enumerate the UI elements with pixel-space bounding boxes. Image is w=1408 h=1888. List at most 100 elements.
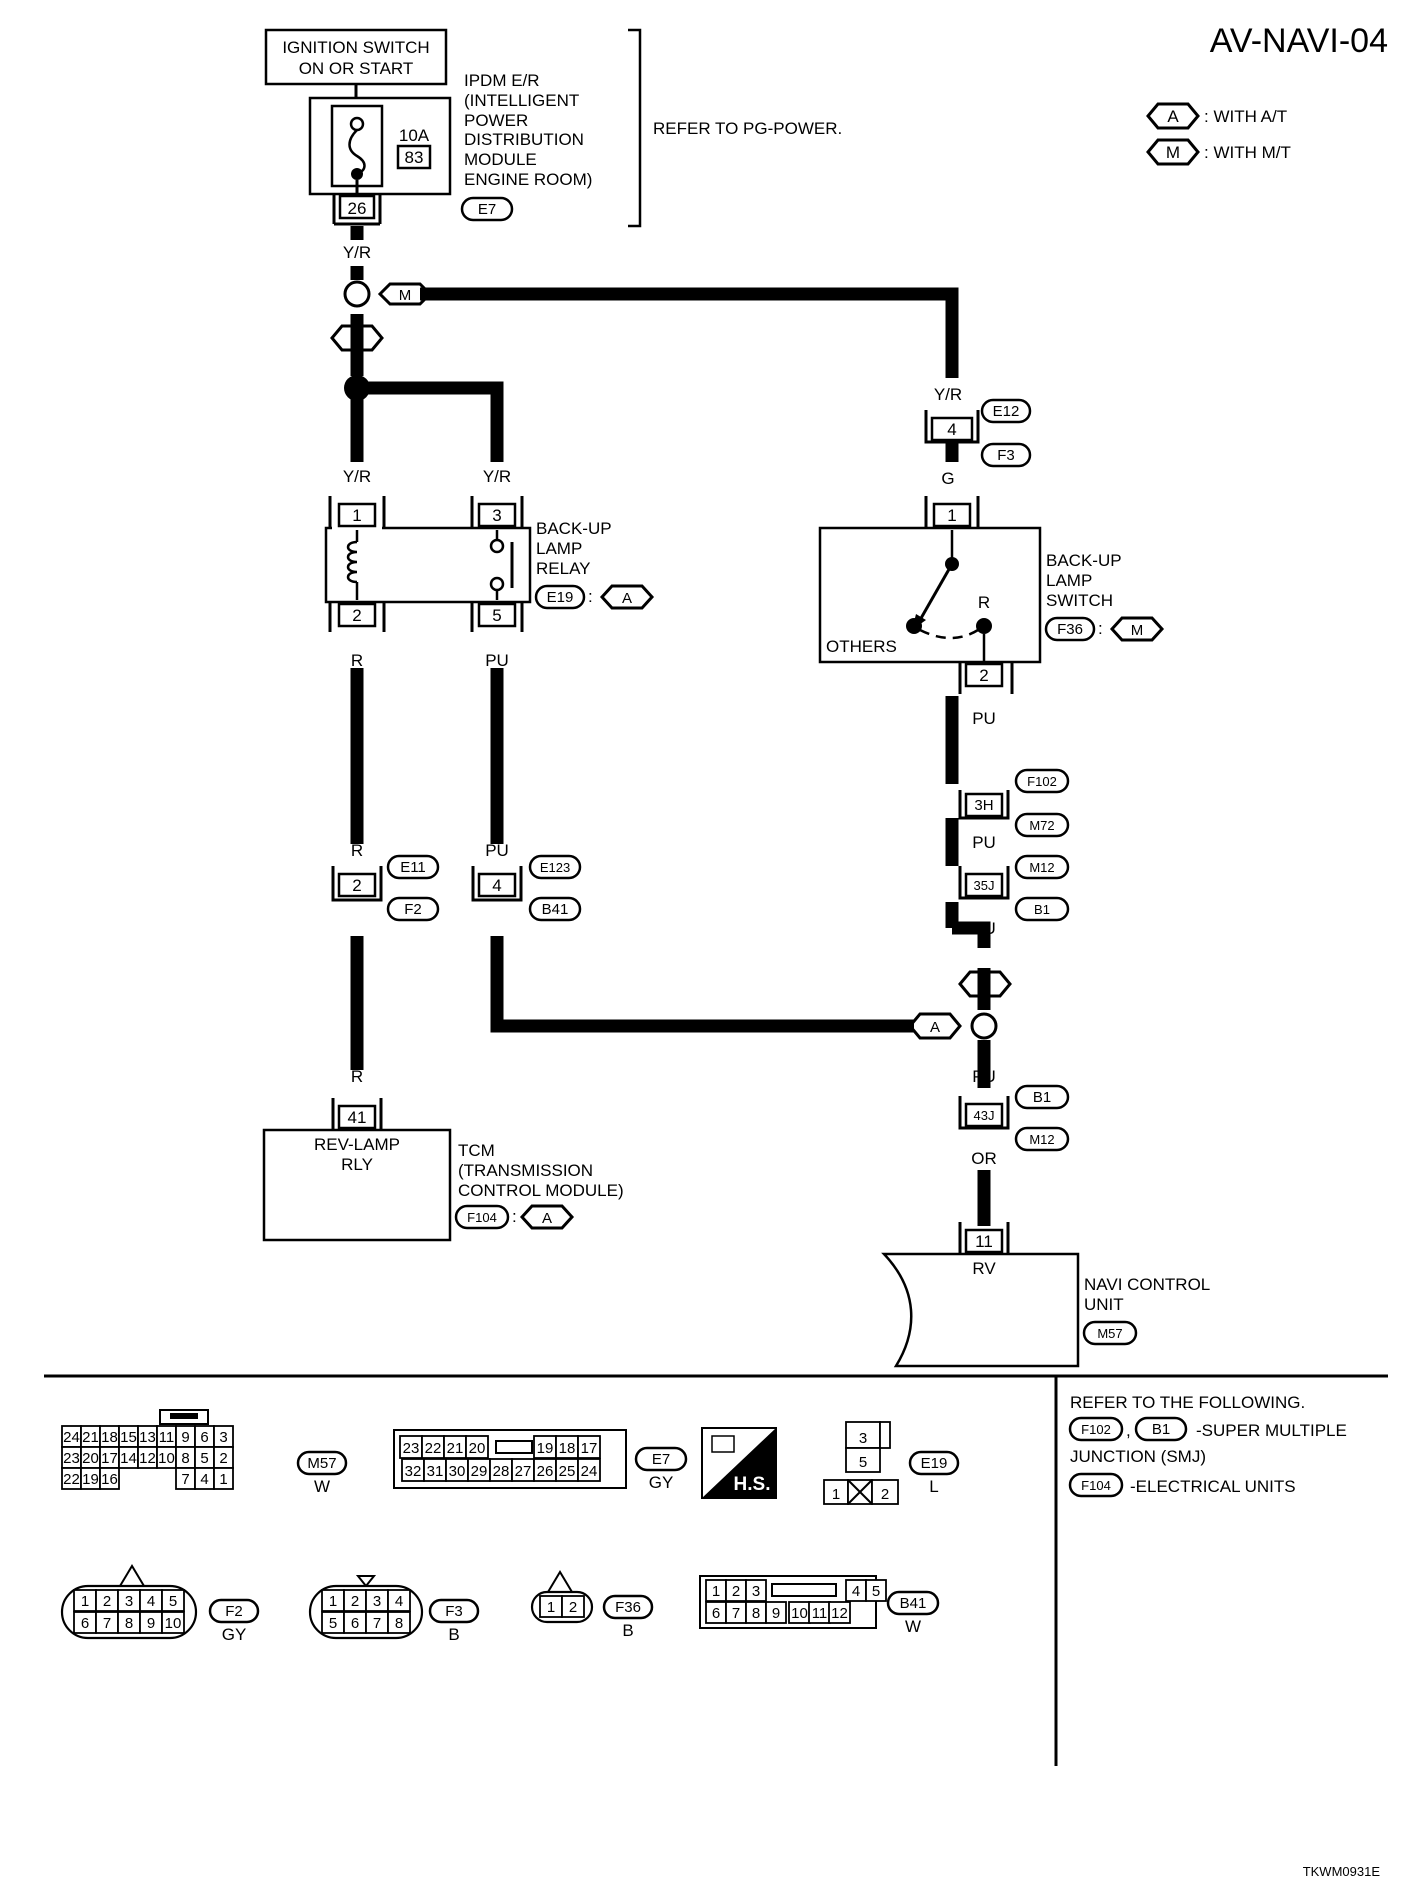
pin-label: 5 (329, 1615, 337, 1632)
pin-label: 2 (219, 1450, 227, 1467)
pin-label: 2 (881, 1486, 889, 1503)
pin-label: 14 (120, 1450, 137, 1467)
svg-text:LAMP: LAMP (536, 539, 582, 558)
svg-text:ENGINE ROOM): ENGINE ROOM) (464, 170, 592, 189)
refer-to-following: REFER TO THE FOLLOWING. F102 , B1 -SUPER… (1068, 1393, 1347, 1498)
pin-label: 19 (537, 1440, 554, 1457)
f2-color: GY (222, 1625, 247, 1644)
pin-label: 22 (425, 1440, 442, 1457)
harness-side-icon: H.S. (701, 1427, 777, 1499)
svg-text:PU: PU (485, 841, 509, 860)
svg-text:MODULE: MODULE (464, 150, 537, 169)
svg-text:-ELECTRICAL UNITS: -ELECTRICAL UNITS (1130, 1477, 1296, 1496)
svg-text:1: 1 (352, 506, 361, 525)
svg-text:35J: 35J (974, 878, 995, 893)
switch-pos-others: OTHERS (826, 637, 897, 656)
svg-text:A: A (1167, 107, 1179, 126)
splice-open-bottom (970, 1012, 998, 1040)
pin-label: 21 (82, 1429, 99, 1446)
pin-label: 25 (559, 1463, 576, 1480)
pin-label: 10 (165, 1615, 182, 1632)
pin-label: 10 (791, 1605, 808, 1622)
ipdm-pin-26: 26 (348, 199, 367, 218)
pin-label: 7 (732, 1605, 740, 1622)
svg-text:BACK-UP: BACK-UP (1046, 551, 1122, 570)
pin-label: 5 (872, 1583, 880, 1600)
f3-code: F3 (445, 1603, 463, 1620)
svg-text:G: G (941, 469, 954, 488)
pin-label: 23 (403, 1440, 420, 1457)
e7-code: E7 (652, 1451, 670, 1468)
variant-tag-a-bottom: A (908, 1012, 962, 1040)
pin-label: 6 (81, 1615, 89, 1632)
svg-text:UNIT: UNIT (1084, 1295, 1124, 1314)
svg-text:PU: PU (485, 651, 509, 670)
fuse-number: 83 (405, 148, 424, 167)
pin-label: 1 (329, 1593, 337, 1610)
svg-text:F102: F102 (1027, 774, 1057, 789)
fuse-amp: 10A (399, 126, 430, 145)
navi-terminal-rv: RV (972, 1259, 996, 1278)
svg-text:1: 1 (947, 506, 956, 525)
e19-color: L (929, 1477, 938, 1496)
svg-text::: : (1098, 619, 1103, 638)
pin-label: 30 (449, 1463, 466, 1480)
pin-label: 3 (859, 1430, 867, 1447)
pin-label: 18 (559, 1440, 576, 1457)
svg-text:JUNCTION (SMJ): JUNCTION (SMJ) (1070, 1447, 1206, 1466)
pin-label: 2 (732, 1583, 740, 1600)
svg-text:43J: 43J (974, 1108, 995, 1123)
pin-label: 11 (159, 1429, 175, 1446)
svg-text:3H: 3H (974, 797, 993, 814)
pin-label: 10 (158, 1450, 175, 1467)
svg-text:(TRANSMISSION: (TRANSMISSION (458, 1161, 593, 1180)
pin-label: 24 (63, 1429, 80, 1446)
hs-label: H.S. (734, 1474, 771, 1495)
pin-label: 1 (81, 1593, 89, 1610)
pin-label: 3 (125, 1593, 133, 1610)
footer-code: TKWM0931E (1303, 1864, 1381, 1879)
svg-text:2: 2 (352, 876, 361, 895)
svg-text:PU: PU (972, 919, 996, 938)
svg-text:Y/R: Y/R (343, 243, 371, 262)
svg-text:Y/R: Y/R (343, 467, 371, 486)
splice-solid-a (344, 375, 370, 401)
pin-label: 22 (63, 1471, 80, 1488)
legend-text-a: : WITH A/T (1204, 107, 1287, 126)
svg-text:A: A (930, 1019, 940, 1036)
pin-label: 15 (120, 1429, 137, 1446)
connector-tag-e19: E19 (547, 589, 574, 606)
connector-tag-m57: M57 (1097, 1326, 1122, 1341)
pin-label: 17 (581, 1440, 598, 1457)
pin-label: 8 (125, 1615, 133, 1632)
svg-text:R: R (351, 841, 363, 860)
svg-text:M12: M12 (1029, 1132, 1054, 1147)
f36-code: F36 (615, 1599, 641, 1616)
junction-e123-b41: 4 E123 B41 (471, 854, 582, 936)
pin-label: 23 (63, 1450, 80, 1467)
pin-label: 4 (200, 1471, 208, 1488)
svg-text:B1: B1 (1033, 1089, 1051, 1106)
svg-text::: : (588, 587, 593, 606)
svg-text:SWITCH: SWITCH (1046, 591, 1113, 610)
f36-color: B (622, 1621, 633, 1640)
junction-e12-f3: 4 E12 F3 (924, 398, 1032, 468)
svg-text:M: M (1131, 622, 1144, 639)
pin-label: 4 (147, 1593, 155, 1610)
pin-label: 3 (373, 1593, 381, 1610)
svg-text:F3: F3 (997, 447, 1015, 464)
pin-label: 8 (752, 1605, 760, 1622)
svg-text:F2: F2 (404, 901, 422, 918)
svg-text:M: M (399, 287, 412, 304)
junction-f102-m72: 3H F102 M72 (958, 768, 1070, 838)
svg-text:R: R (351, 651, 363, 670)
splice-points (343, 280, 998, 1040)
pin-label: 6 (351, 1615, 359, 1632)
svg-text:IGNITION SWITCH: IGNITION SWITCH (282, 38, 429, 57)
pin-label: 5 (200, 1450, 208, 1467)
pin-label: 31 (427, 1463, 444, 1480)
f3-color: B (448, 1625, 459, 1644)
